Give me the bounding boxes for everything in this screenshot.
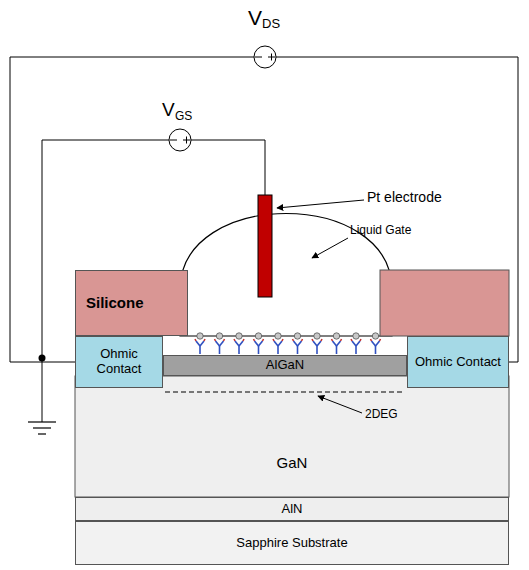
layer-label: GaN <box>277 454 308 471</box>
voltage-source <box>254 46 276 68</box>
antibody-layer <box>195 333 381 354</box>
layer-label: Ohmic Contact <box>415 355 501 370</box>
source-symbol-letter: V <box>162 100 175 121</box>
leader-line <box>312 238 348 258</box>
part-label: Liquid Gate <box>350 224 411 237</box>
2deg-line <box>165 391 405 392</box>
pt-electrode <box>258 195 272 297</box>
gan-layer: GaN <box>75 388 509 497</box>
part-label: Pt electrode <box>367 190 442 205</box>
sapphire-substrate: Sapphire Substrate <box>75 521 509 565</box>
junction-dot <box>39 355 46 362</box>
leader-line <box>318 396 362 413</box>
silicone-wall <box>380 270 509 336</box>
gan-layer-fill <box>75 376 509 497</box>
source-symbol-letter: V <box>248 6 262 29</box>
layer-label: Sapphire Substrate <box>236 536 347 551</box>
part-label: 2DEG <box>365 408 398 421</box>
source-subscript: DS <box>262 17 280 31</box>
layer-label: AlN <box>282 502 303 517</box>
silicone-box: Silicone <box>75 270 188 336</box>
wire <box>42 358 43 422</box>
voltage-source <box>169 129 191 151</box>
vds-wire <box>10 57 518 362</box>
leader-line <box>277 200 364 208</box>
source-subscript: GS <box>175 110 192 123</box>
aln-layer: AlN <box>75 497 509 521</box>
ohmic-contact: Ohmic Contact <box>407 336 509 388</box>
algan-layer: AlGaN <box>163 355 407 376</box>
ohmic-contact: Ohmic Contact <box>75 336 163 388</box>
layer-label: AlGaN <box>266 358 304 373</box>
wire-group <box>10 57 518 422</box>
wire <box>191 140 265 195</box>
layer-label: Silicone <box>86 294 144 311</box>
ground-symbol <box>28 422 56 434</box>
layer-label: Ohmic Contact <box>79 347 159 377</box>
